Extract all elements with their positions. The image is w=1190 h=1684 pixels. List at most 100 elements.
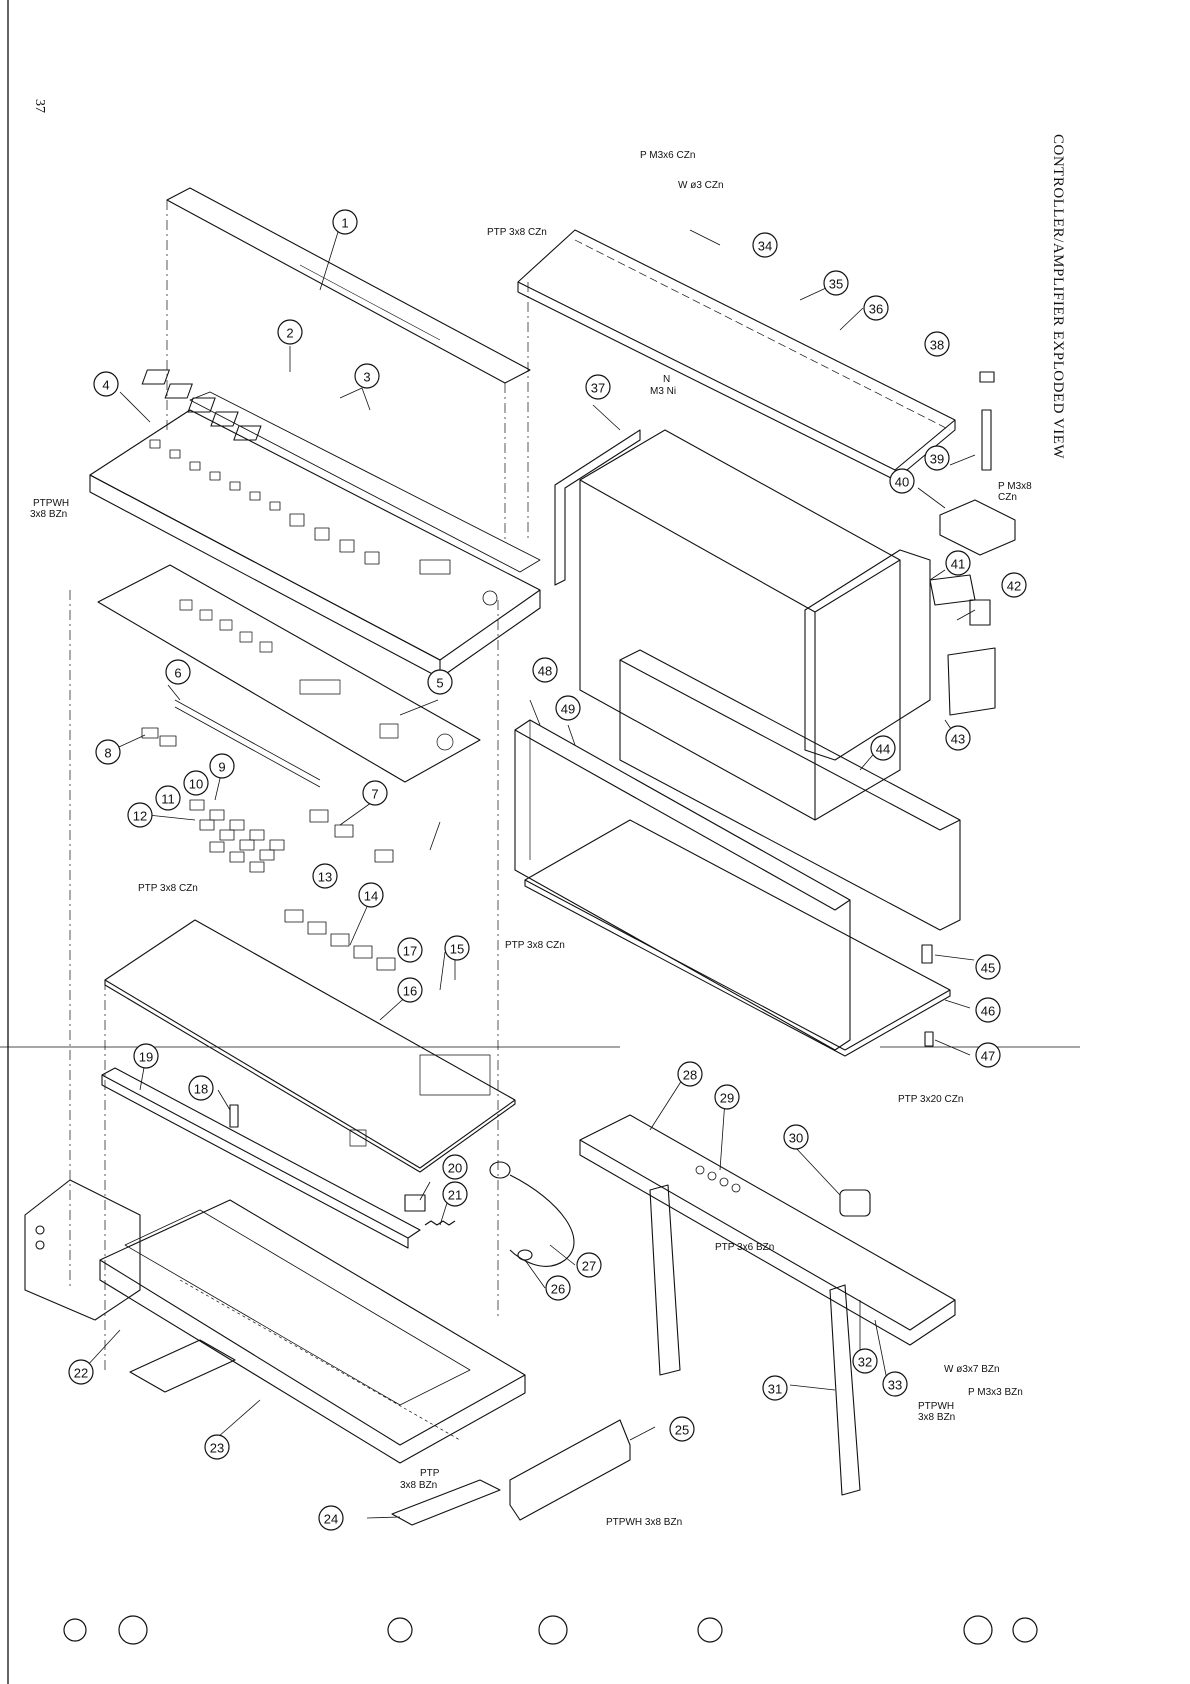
callout-44: 44: [870, 735, 896, 761]
callout-28: 28: [677, 1061, 703, 1087]
label-ptpwh-left: PTPWH: [33, 498, 69, 509]
callout-49: 49: [555, 695, 581, 721]
callout-48: 48: [532, 657, 558, 683]
label-ptp-3x8-top: PTP 3x8 CZn: [487, 227, 547, 238]
part-7-keys: [309, 809, 394, 863]
callout-3: 3: [354, 363, 380, 389]
label-ptpwh-right: PTPWH: [918, 1401, 954, 1412]
callout-34: 34: [752, 232, 778, 258]
callout-number: 15: [450, 942, 464, 957]
label-p-m3x8-b: CZn: [998, 492, 1017, 503]
callout-42: 42: [1001, 572, 1027, 598]
callout-17: 17: [397, 937, 423, 963]
callout-37: 37: [585, 374, 611, 400]
side-bracket-left: [24, 1179, 141, 1321]
part-39-standoff: [981, 409, 992, 471]
callout-number: 45: [981, 961, 995, 976]
callout-number: 35: [829, 277, 843, 292]
callout-14: 14: [358, 882, 384, 908]
callout-10: 10: [183, 770, 209, 796]
callout-number: 38: [930, 338, 944, 353]
callout-number: 29: [720, 1091, 734, 1106]
hardware-labels: P M3x6 CZn W ø3 CZn PTP 3x8 CZn N M3 Ni …: [30, 150, 1032, 1528]
part-42-terminal: [969, 599, 991, 626]
callout-number: 40: [895, 475, 909, 490]
part-14-caps: [284, 909, 396, 971]
label-w-3x7: W ø3x7 BZn: [944, 1364, 1000, 1375]
part-23-chassis: [99, 1199, 526, 1464]
callout-number: 22: [74, 1366, 88, 1381]
callout-20: 20: [442, 1154, 468, 1180]
label-ptp-bottom-b: 3x8 BZn: [400, 1480, 437, 1491]
callout-number: 33: [888, 1378, 902, 1393]
callout-number: 31: [768, 1382, 782, 1397]
callout-number: 19: [139, 1050, 153, 1065]
callout-18: 18: [188, 1075, 214, 1101]
label-ptp-3x6: PTP 3x6 BZn: [715, 1242, 774, 1253]
label-ptpwh-bottom: PTPWH 3x8 BZn: [606, 1517, 682, 1528]
part-43-socket: [947, 647, 996, 716]
callout-number: 44: [876, 742, 890, 757]
part-19-bracket: [101, 1067, 421, 1249]
callout-number: 11: [161, 792, 175, 807]
callout-26: 26: [545, 1275, 571, 1301]
part-6-strip: [174, 699, 321, 788]
callout-number: 46: [981, 1004, 995, 1019]
part-41-clip: [929, 574, 976, 606]
part-46-base: [524, 819, 951, 1057]
label-p-m3x3: P M3x3 BZn: [968, 1387, 1023, 1398]
callout-38: 38: [924, 331, 950, 357]
callout-number: 36: [869, 302, 883, 317]
callout-47: 47: [975, 1042, 1001, 1068]
callout-39: 39: [924, 445, 950, 471]
label-ptp-3x8-mid: PTP 3x8 CZn: [505, 940, 565, 951]
callout-number: 47: [981, 1049, 995, 1064]
callout-number: 39: [930, 452, 944, 467]
callout-32: 32: [852, 1348, 878, 1374]
callout-29: 29: [714, 1084, 740, 1110]
label-ptp-3x8-left: PTP 3x8 CZn: [138, 883, 198, 894]
part-22-plate: [129, 1339, 236, 1393]
label-n: N: [663, 374, 670, 385]
callout-19: 19: [133, 1043, 159, 1069]
callout-2: 2: [277, 319, 303, 345]
part-9-12-keys: [189, 799, 285, 873]
part-25-bracket: [509, 1419, 631, 1521]
callout-number: 28: [683, 1068, 697, 1083]
callout-7: 7: [362, 780, 388, 806]
callout-number: 1: [341, 216, 348, 231]
callout-8: 8: [95, 739, 121, 765]
part-31-strut: [649, 1184, 861, 1496]
callout-number: 21: [448, 1188, 462, 1203]
part-45-spacer: [921, 944, 933, 964]
part-3-keys: [141, 369, 262, 441]
callout-21: 21: [442, 1181, 468, 1207]
callout-number: 30: [789, 1131, 803, 1146]
part-40-bracket: [939, 499, 1016, 556]
callout-number: 32: [858, 1355, 872, 1370]
callout-40: 40: [889, 468, 915, 494]
callout-number: 18: [194, 1082, 208, 1097]
binder-holes: [63, 1615, 1038, 1645]
part-30-grommet: [839, 1189, 871, 1217]
callout-number: 10: [189, 777, 203, 792]
callout-16: 16: [397, 977, 423, 1003]
callout-number: 17: [403, 944, 417, 959]
callout-number: 34: [758, 239, 772, 254]
part-4-panel: [89, 391, 541, 679]
part-35-top-cover: [517, 229, 956, 481]
callout-5: 5: [427, 669, 453, 695]
part-8-keys: [141, 727, 177, 747]
callout-number: 24: [324, 1512, 338, 1527]
callout-number: 43: [951, 732, 965, 747]
callout-30: 30: [783, 1124, 809, 1150]
label-ptpwh-left-b: 3x8 BZn: [30, 509, 67, 520]
label-w-3: W ø3 CZn: [678, 180, 724, 191]
label-m3-ni: M3 Ni: [650, 386, 676, 397]
callout-number: 13: [318, 870, 332, 885]
callout-15: 15: [444, 935, 470, 961]
callout-number: 6: [174, 666, 181, 681]
callout-number: 27: [582, 1259, 596, 1274]
callout-35: 35: [823, 270, 849, 296]
callout-43: 43: [945, 725, 971, 751]
